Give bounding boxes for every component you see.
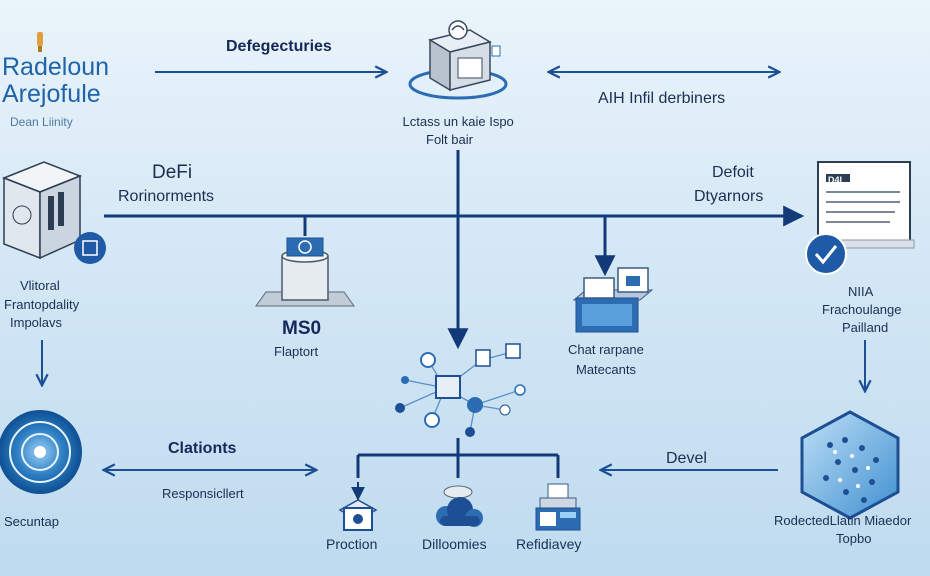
label-responsicllert: Responsicllert xyxy=(162,486,244,501)
label-doc-header: D4I xyxy=(828,175,843,185)
label-defoit-title: Defoit xyxy=(712,164,754,181)
label-virtual-2: Frantopdality xyxy=(4,297,80,312)
isometric-box-icon xyxy=(408,20,508,100)
label-defi-title: DeFi xyxy=(152,162,193,183)
server-cube-icon xyxy=(1,161,106,264)
label-top-right: AIH Infil derbiners xyxy=(598,90,726,107)
server-stack-icon xyxy=(535,483,581,531)
label-virtual-1: Vlitoral xyxy=(20,278,60,293)
network-hub-icon xyxy=(395,343,526,437)
cloud-icon xyxy=(436,485,483,527)
brand-subtitle: Dean Liinity xyxy=(10,115,73,129)
label-bottom-right-1: RodectedLlatin Miaedor xyxy=(774,513,912,528)
label-chat-1: Chat rarpane xyxy=(568,342,644,357)
label-doc-1: Frachoulange xyxy=(822,302,902,317)
document-check-icon xyxy=(805,161,915,275)
brand-title-line2: Arejofule xyxy=(2,80,101,108)
label-doc-2: Pailland xyxy=(842,320,889,335)
connectors xyxy=(42,72,865,478)
label-virtual-3: Impolavs xyxy=(10,315,63,330)
proction-box-icon xyxy=(338,482,378,531)
label-bottom-right-2: Topbo xyxy=(836,531,872,546)
label-top-arrow: Defegecturies xyxy=(226,38,332,55)
chat-devices-icon xyxy=(572,267,654,333)
label-clationts: Clationts xyxy=(168,440,237,457)
pin-icon xyxy=(37,32,43,52)
label-top-center-2: Folt bair xyxy=(426,132,473,147)
label-doc-badge: NIIA xyxy=(848,284,874,299)
label-reficiency: Refidiavey xyxy=(516,536,582,552)
label-devel: Devel xyxy=(666,450,707,467)
label-top-center-1: Lctass un kaie Ispo xyxy=(402,114,514,129)
mso-server-icon xyxy=(255,237,355,307)
label-mso-sub: Flaptort xyxy=(274,344,319,359)
label-chat-2: Matecants xyxy=(576,362,636,377)
disc-icon xyxy=(0,410,82,494)
label-secuntap: Secuntap xyxy=(4,514,59,529)
label-defi-sub: Rorinorments xyxy=(118,188,215,205)
label-dilomies: Dilloomies xyxy=(422,536,487,552)
hex-data-icon xyxy=(800,410,900,520)
label-proction: Proction xyxy=(326,536,378,552)
label-defoit-sub: Dtyarnors xyxy=(694,188,764,205)
brand-title-line1: Radeloun xyxy=(2,53,110,81)
label-mso-title: MS0 xyxy=(282,318,322,339)
